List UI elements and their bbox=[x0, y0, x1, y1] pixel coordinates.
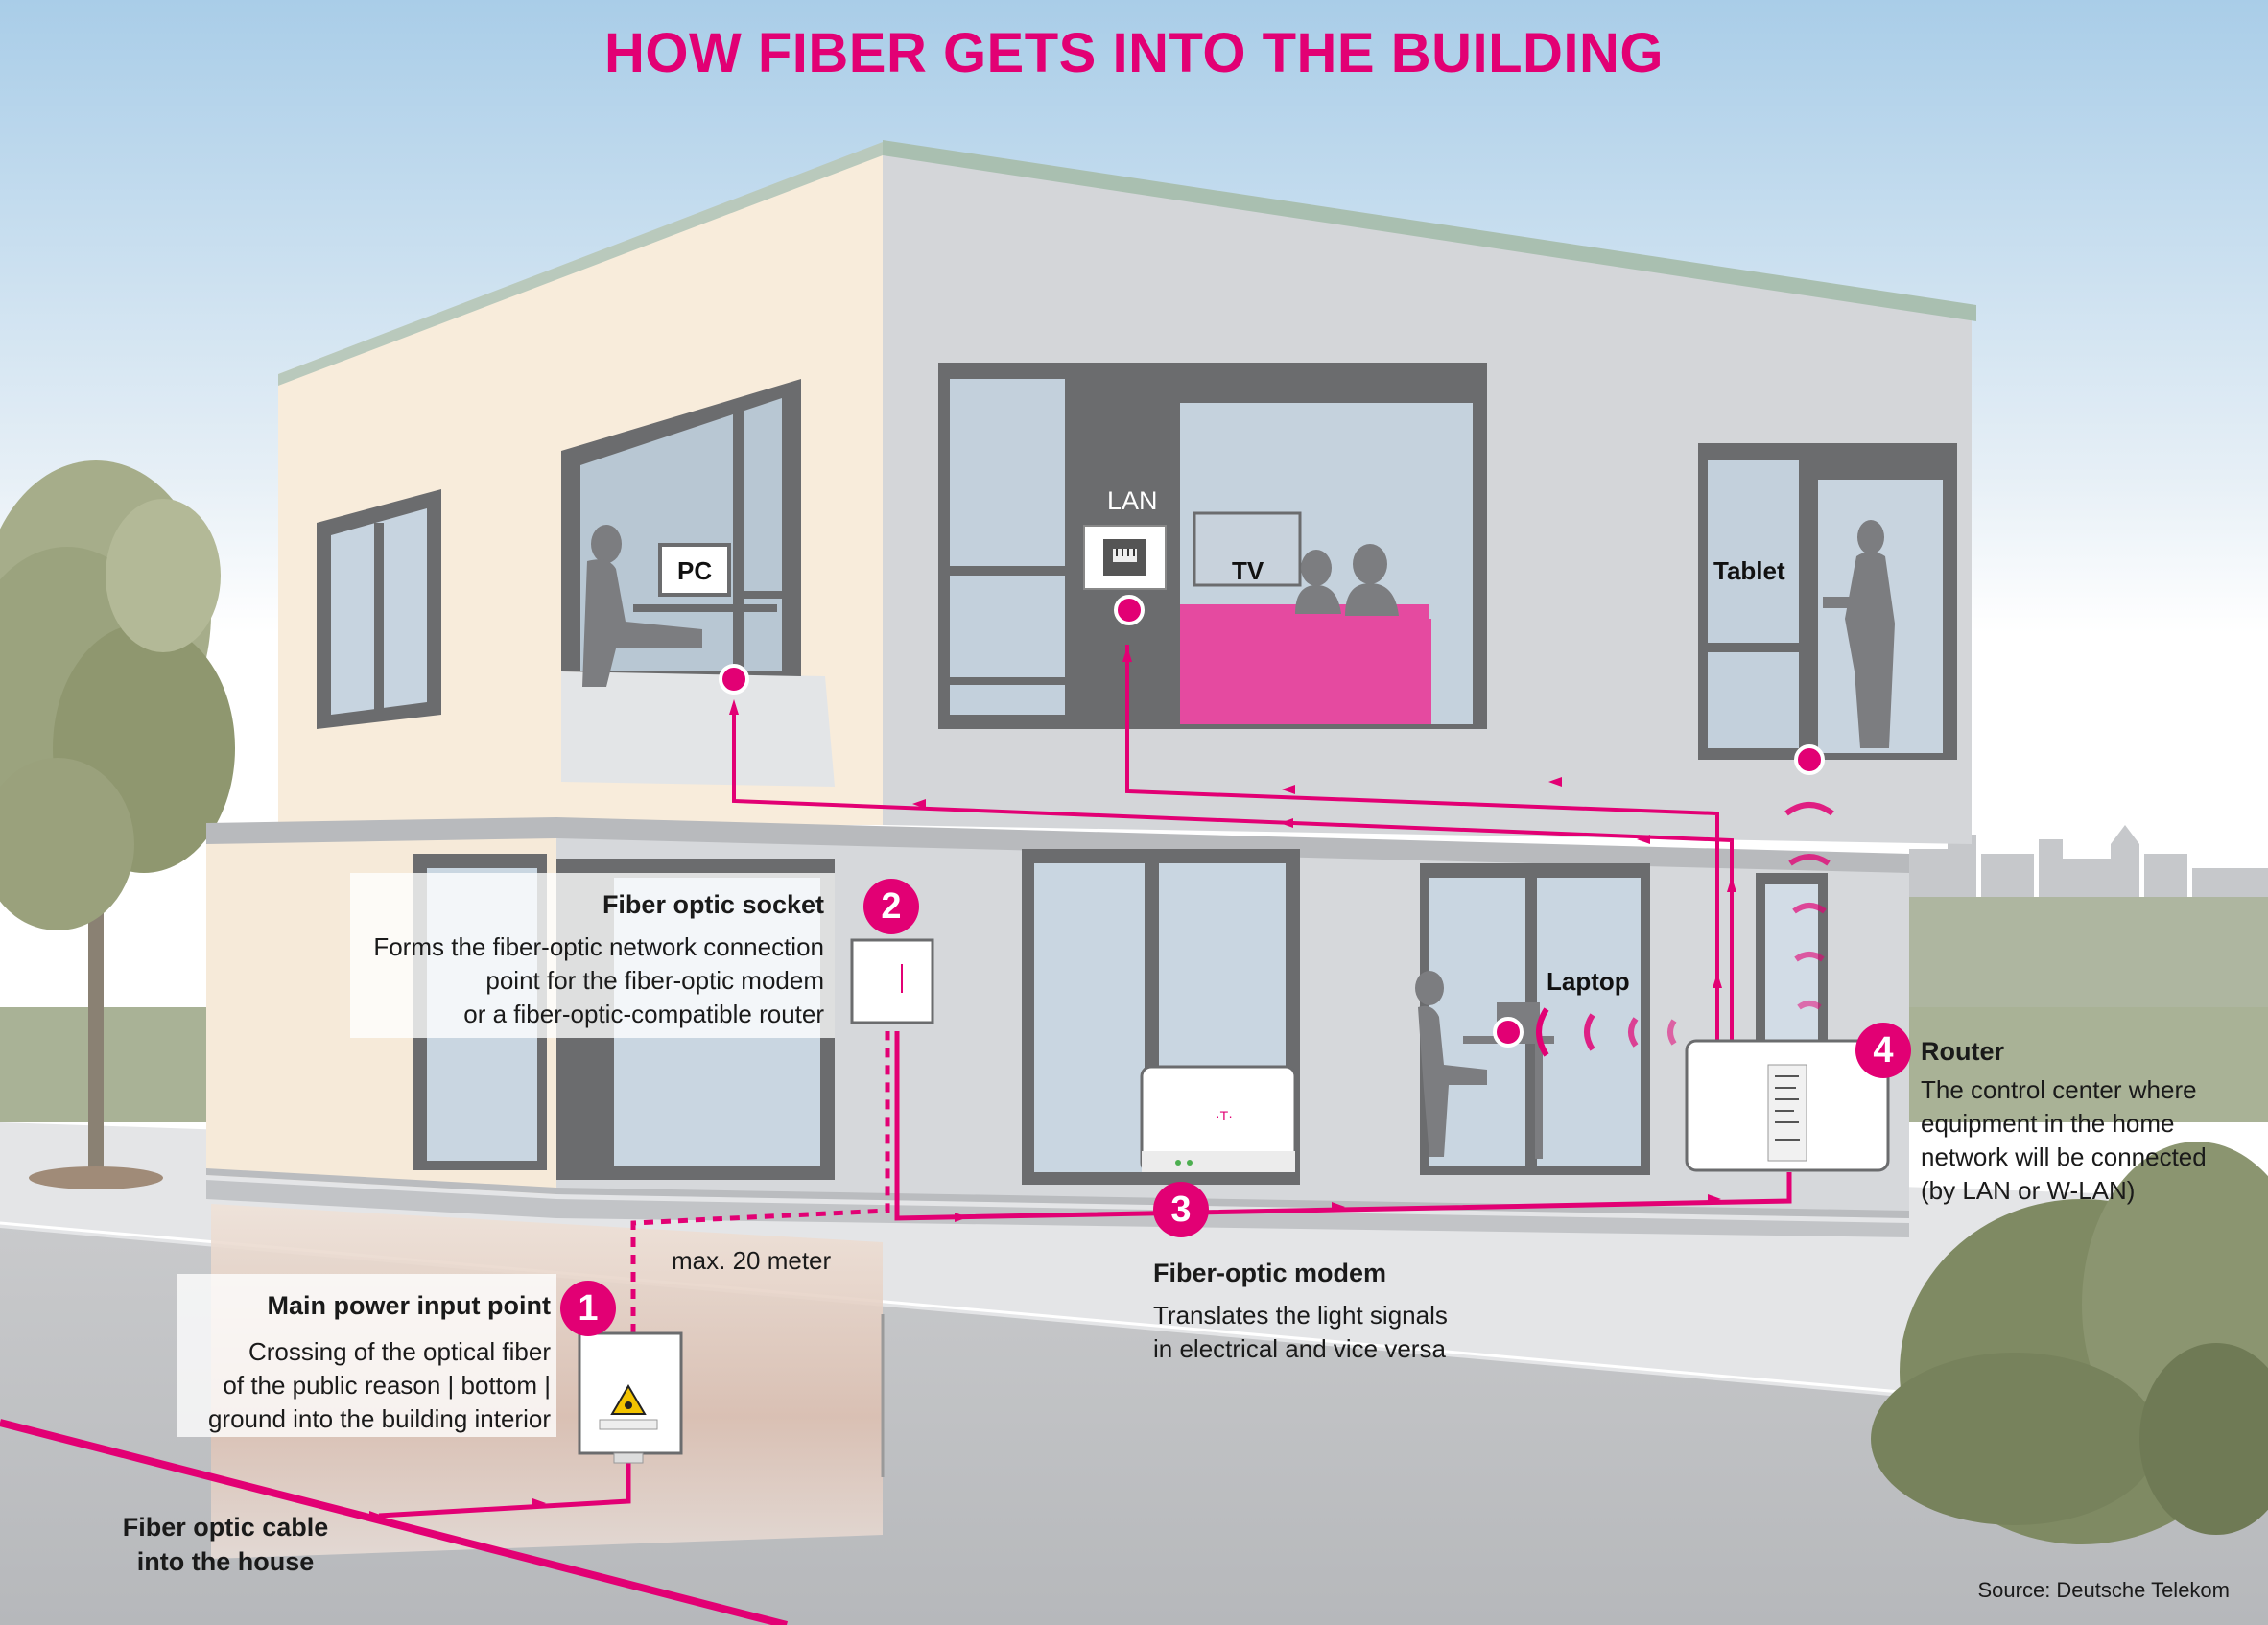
socket-description: Forms the fiber-optic network connection… bbox=[288, 930, 824, 1031]
tablet-window bbox=[1698, 443, 1957, 760]
upper-left-window bbox=[317, 489, 441, 729]
socket-line: point for the fiber-optic modem bbox=[485, 966, 824, 995]
cable-label: Fiber optic cable into the house bbox=[96, 1510, 355, 1579]
router-line: equipment in the home bbox=[1921, 1109, 2175, 1138]
router-description: The control center where equipment in th… bbox=[1921, 1073, 2207, 1208]
router-line: network will be connected bbox=[1921, 1142, 2207, 1171]
cable-label-line: Fiber optic cable bbox=[122, 1513, 329, 1542]
wifi-signal-icon bbox=[1536, 1007, 1677, 1057]
fiber-socket-device bbox=[850, 938, 934, 1024]
modem-line: in electrical and vice versa bbox=[1153, 1334, 1446, 1363]
input-line: ground into the building interior bbox=[207, 1404, 551, 1433]
fiber-cable-house-entry bbox=[378, 1458, 631, 1519]
input-point-title: Main power input point bbox=[267, 1291, 551, 1320]
tree-left bbox=[0, 460, 235, 1189]
source-credit: Source: Deutsche Telekom bbox=[1977, 1578, 2230, 1602]
socket-callout-bg bbox=[350, 873, 835, 1038]
tablet-endpoint bbox=[1794, 744, 1825, 775]
fiber-modem-link bbox=[894, 1031, 1792, 1221]
tv-label: TV bbox=[1232, 556, 1264, 585]
page-title: HOW FIBER GETS INTO THE BUILDING bbox=[603, 22, 1665, 84]
balcony-parapet bbox=[561, 671, 835, 787]
ground-window-laptop bbox=[1415, 863, 1650, 1175]
roof-edge-left bbox=[278, 142, 883, 386]
step-4-badge: 4 bbox=[1855, 1023, 1911, 1078]
socket-line: Forms the fiber-optic network connection bbox=[373, 932, 824, 961]
laptop-endpoint bbox=[1493, 1017, 1524, 1048]
cable-label-line: into the house bbox=[136, 1547, 315, 1576]
ground-slab bbox=[206, 1180, 1909, 1237]
distance-label: max. 20 meter bbox=[672, 1246, 832, 1275]
modem-description: Translates the light signals in electric… bbox=[1153, 1299, 1448, 1366]
modem-title: Fiber-optic modem bbox=[1153, 1259, 1387, 1287]
router-line: The control center where bbox=[1921, 1075, 2197, 1104]
step-1-badge: 1 bbox=[560, 1281, 616, 1336]
pc-endpoint bbox=[719, 664, 749, 695]
fiber-dashed-link bbox=[630, 1031, 890, 1333]
fiber-modem-device: ·T· bbox=[1140, 1065, 1297, 1174]
router-device bbox=[1685, 1039, 1890, 1172]
step-3-badge: 3 bbox=[1153, 1182, 1209, 1237]
input-point-description: Crossing of the optical fiber of the pub… bbox=[144, 1335, 551, 1436]
tv-window bbox=[938, 363, 1487, 729]
ethernet-port-icon bbox=[1113, 549, 1137, 562]
tablet-label: Tablet bbox=[1713, 556, 1785, 585]
fiber-cable-street bbox=[0, 1419, 788, 1625]
laptop-label: Laptop bbox=[1547, 967, 1630, 996]
router-line: (by LAN or W-LAN) bbox=[1921, 1176, 2136, 1205]
input-line: of the public reason | bottom | bbox=[223, 1371, 551, 1400]
telekom-logo-icon: ·T· bbox=[1216, 1108, 1233, 1123]
lan-line-tv bbox=[1125, 645, 1719, 1041]
lan-label: LAN bbox=[1107, 486, 1158, 515]
input-line: Crossing of the optical fiber bbox=[248, 1337, 551, 1366]
modem-line: Translates the light signals bbox=[1153, 1301, 1448, 1330]
socket-title: Fiber optic socket bbox=[602, 890, 824, 919]
router-title: Router bbox=[1921, 1037, 2004, 1066]
laser-warning-icon bbox=[610, 1384, 647, 1415]
pc-window bbox=[561, 379, 801, 687]
input-callout-bg bbox=[177, 1274, 556, 1437]
bush-right bbox=[1871, 1142, 2268, 1544]
lan-line-pc bbox=[732, 705, 1734, 1041]
pc-label: PC bbox=[677, 556, 713, 585]
tv-endpoint bbox=[1114, 595, 1145, 625]
main-input-box-device bbox=[578, 1331, 683, 1464]
roof-edge-front bbox=[883, 140, 1976, 321]
lan-socket bbox=[1083, 525, 1167, 590]
step-2-badge: 2 bbox=[863, 879, 919, 934]
socket-line: or a fiber-optic-compatible router bbox=[463, 1000, 824, 1028]
wifi-signal-icon bbox=[1784, 802, 1834, 1010]
floor-divider bbox=[206, 817, 1909, 873]
